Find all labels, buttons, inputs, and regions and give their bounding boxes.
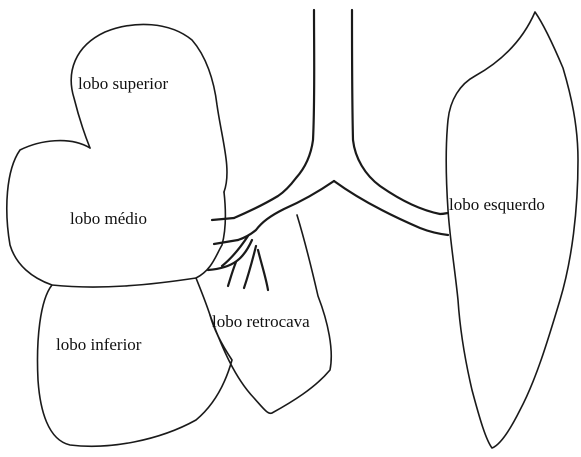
- lower-lobe-outline: [38, 278, 232, 446]
- upper-lobe-outline: [71, 24, 227, 192]
- middle-lobe-label: lobo médio: [70, 209, 147, 228]
- bronchial-branch-lower-4: [258, 250, 268, 290]
- bronchial-branch-middle: [214, 240, 238, 244]
- bronchial-branch-upper: [212, 218, 234, 220]
- left-bronchus-lower-wall: [334, 181, 448, 235]
- trachea-right-wall: [352, 10, 448, 214]
- lower-lobe-label: lobo inferior: [56, 335, 142, 354]
- left-lobe-outline: [446, 12, 578, 448]
- left-lobe-label: lobo esquerdo: [449, 195, 545, 214]
- retrocaval-lobe-label: lobo retrocava: [212, 312, 310, 331]
- upper-lobe-label: lobo superior: [78, 74, 169, 93]
- trachea-left-wall: [234, 10, 314, 218]
